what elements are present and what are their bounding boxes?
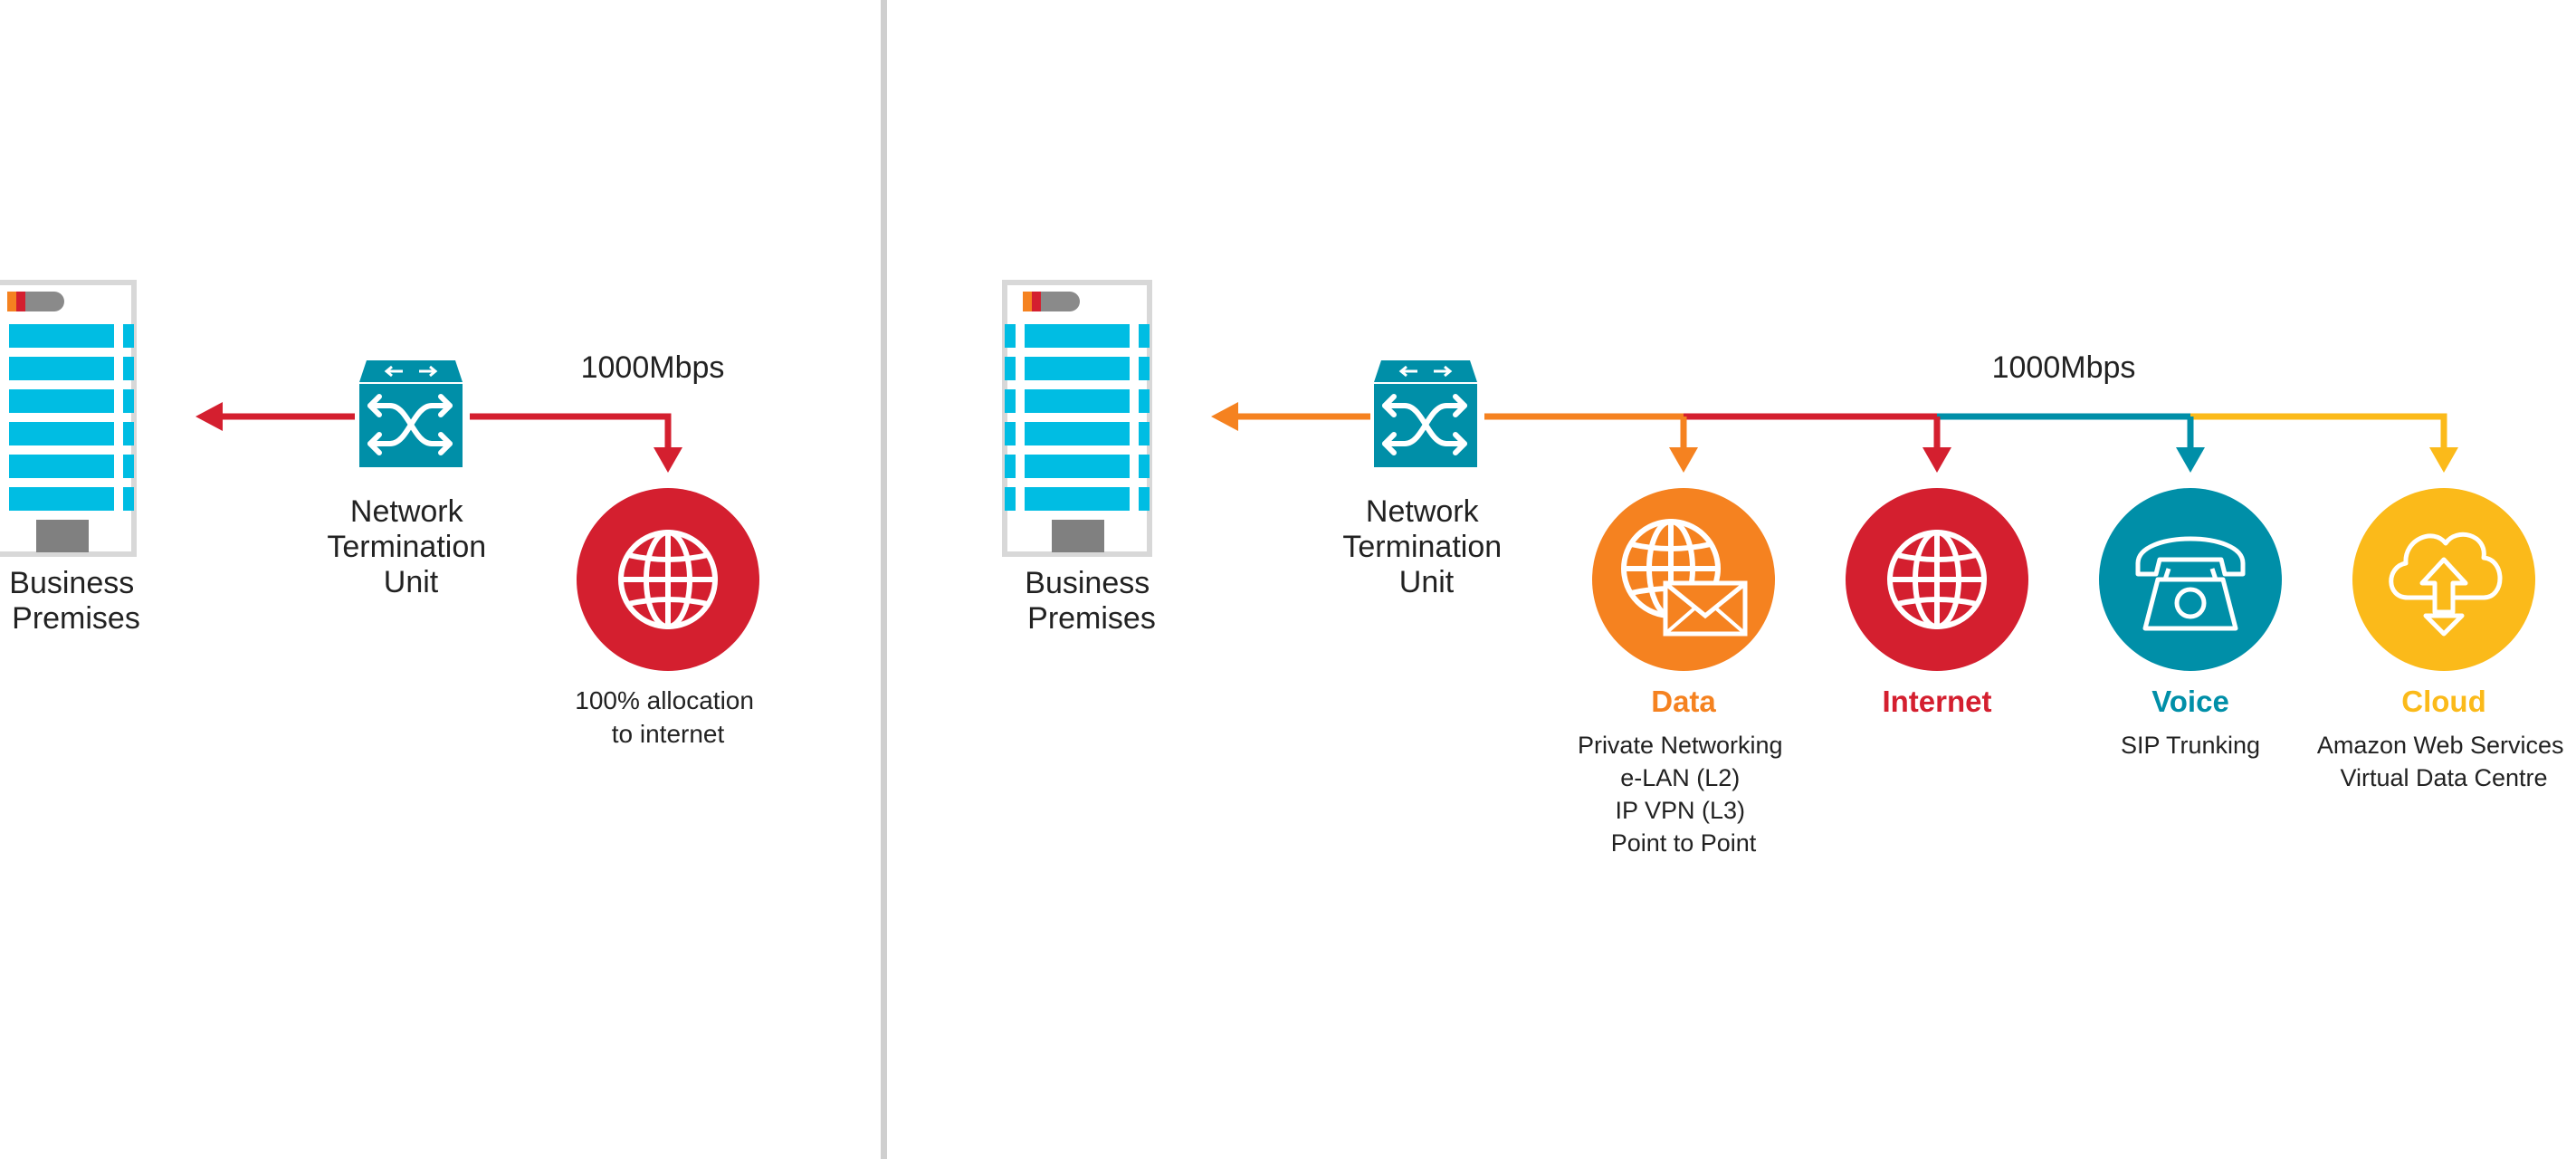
panel-divider xyxy=(881,0,887,1159)
left-building-label: Business Premises xyxy=(9,566,142,636)
left-speed-label: 1000Mbps xyxy=(581,350,725,385)
building-icon xyxy=(0,283,134,554)
service-cloud: Cloud Amazon Web Services Virtual Data C… xyxy=(2317,488,2571,791)
ntu-switch-icon xyxy=(359,360,463,467)
allocation-label: 100% allocation to internet xyxy=(575,686,760,748)
globe-icon xyxy=(621,532,715,627)
service-details: SIP Trunking xyxy=(2121,732,2260,759)
telephone-icon xyxy=(2135,536,2246,631)
envelope-icon xyxy=(1663,580,1748,637)
service-title: Internet xyxy=(1882,685,1991,718)
building-icon xyxy=(1005,283,1150,554)
cloud-upload-icon xyxy=(2389,532,2503,637)
service-title: Cloud xyxy=(2401,685,2485,718)
data-circle xyxy=(1592,488,1775,671)
right-speed-label: 1000Mbps xyxy=(1992,350,2136,385)
arrow-down-icon xyxy=(2429,447,2458,473)
arrow-down-icon xyxy=(1922,447,1951,473)
arrow-left-icon xyxy=(1211,402,1238,431)
globe-icon xyxy=(1890,532,1984,627)
arrow-down-icon xyxy=(1669,447,1698,473)
arrow-down-icon xyxy=(654,447,682,473)
service-details: Private Networking e-LAN (L2) IP VPN (L3… xyxy=(1578,732,1789,857)
arrow-down-icon xyxy=(2176,447,2205,473)
service-internet: Internet xyxy=(1846,488,2028,718)
service-title: Data xyxy=(1651,685,1716,718)
service-voice: Voice SIP Trunking xyxy=(2099,488,2282,759)
arrow-left-icon xyxy=(196,402,223,431)
right-panel: Business Premises Network Termination Un… xyxy=(1005,283,2571,857)
cloud-line xyxy=(2190,413,2447,453)
internet-line xyxy=(470,413,672,453)
service-data: Data Private Networking e-LAN (L2) IP VP… xyxy=(1578,488,1789,857)
service-title: Voice xyxy=(2151,685,2229,718)
service-details: Amazon Web Services Virtual Data Centre xyxy=(2317,732,2571,791)
right-ntu-label: Network Termination Unit xyxy=(1342,494,1510,599)
left-ntu-label: Network Termination Unit xyxy=(327,494,494,599)
ntu-switch-icon xyxy=(1374,360,1477,467)
right-building-label: Business Premises xyxy=(1025,566,1158,636)
left-panel: Business Premises Network Termination Un… xyxy=(0,283,760,748)
